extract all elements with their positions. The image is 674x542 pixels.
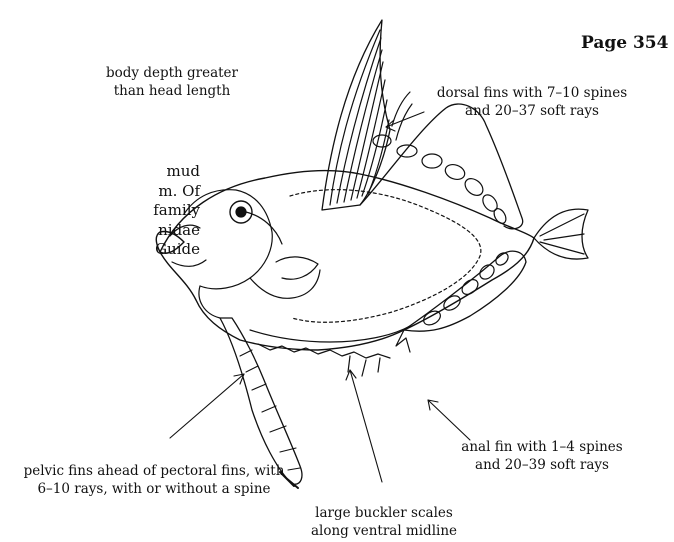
fish-body — [160, 171, 534, 350]
label-line: dorsal fins with 7–10 spines — [432, 84, 632, 102]
label-line: than head length — [90, 82, 254, 100]
label-line: large buckler scales — [304, 504, 464, 522]
label-line: 6–10 rays, with or without a spine — [8, 480, 300, 498]
label-line: body depth greater — [90, 64, 254, 82]
label-line: and 20–39 soft rays — [448, 456, 636, 474]
leader-lines — [170, 112, 470, 482]
pelvic-fins-label: pelvic fins ahead of pectoral fins, with… — [8, 462, 300, 498]
label-line: and 20–37 soft rays — [432, 102, 632, 120]
label-line: pelvic fins ahead of pectoral fins, with — [8, 462, 300, 480]
buckler-scales — [258, 344, 390, 376]
dorsal-fins-label: dorsal fins with 7–10 spines and 20–37 s… — [432, 84, 632, 120]
dorsal-spine-fin — [322, 20, 412, 210]
buckler-scales-leader — [350, 370, 382, 482]
fish-head — [156, 190, 320, 318]
body-depth-label: body depth greater than head length — [90, 64, 254, 100]
dorsal-soft-fin — [360, 104, 523, 229]
caudal-fin — [534, 209, 588, 259]
buckler-scales-label: large buckler scales along ventral midli… — [304, 504, 464, 540]
label-line: anal fin with 1–4 spines — [448, 438, 636, 456]
label-line: along ventral midline — [304, 522, 464, 540]
anal-fin-label: anal fin with 1–4 spines and 20–39 soft … — [448, 438, 636, 474]
pelvic-fins-leader — [170, 374, 244, 438]
anal-fin — [396, 251, 526, 352]
anal-fin-leader — [428, 400, 470, 440]
